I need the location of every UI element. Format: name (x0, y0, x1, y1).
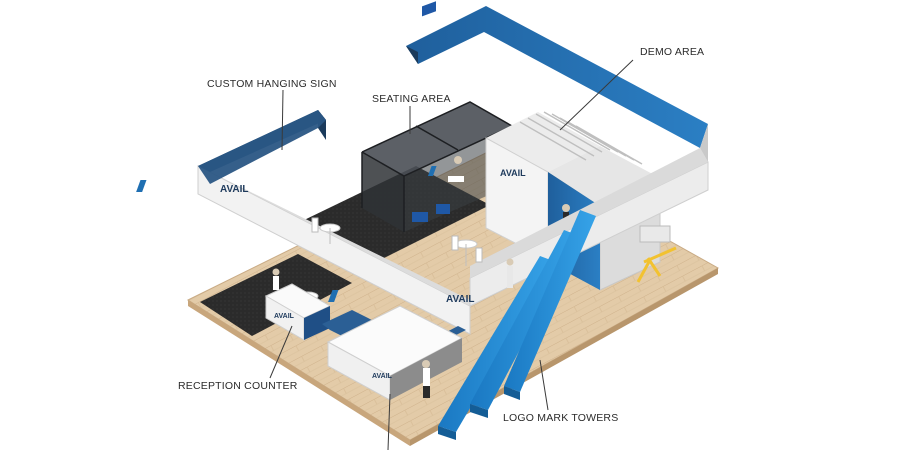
svg-text:AVAIL: AVAIL (446, 294, 475, 305)
leader-custom-hanging-sign (281, 89, 284, 151)
svg-text:AVAIL: AVAIL (500, 168, 526, 178)
svg-text:AVAIL: AVAIL (274, 313, 295, 320)
sign-logo-demo: AVAIL (427, 166, 526, 178)
visitors (506, 258, 514, 288)
leader-logo-mark-towers (539, 359, 549, 411)
reception-counter-left: AVAIL (264, 268, 332, 341)
reception-counter-front: AVAIL (322, 305, 466, 401)
leader-reception-counter-front (387, 393, 391, 451)
leader-demo-area (559, 59, 634, 131)
sign-logo-front: AVAIL (328, 290, 475, 305)
callout-seating-area: SEATING AREA (372, 93, 451, 105)
callout-logo-mark-towers: LOGO MARK TOWERS (503, 412, 619, 424)
logo-mark-towers (438, 210, 596, 440)
svg-text:AVAIL: AVAIL (372, 373, 393, 380)
callout-custom-hanging-sign: CUSTOM HANGING SIGN (207, 78, 337, 90)
sign-logo-left: AVAIL (136, 180, 249, 195)
svg-text:AVAIL: AVAIL (220, 184, 249, 195)
callout-reception-counter: RECEPTION COUNTER (178, 380, 298, 392)
custom-hanging-sign (197, 6, 709, 335)
leader-reception-counter (269, 325, 293, 379)
callout-leader-lines (269, 59, 634, 451)
callout-demo-area: DEMO AREA (640, 46, 705, 58)
